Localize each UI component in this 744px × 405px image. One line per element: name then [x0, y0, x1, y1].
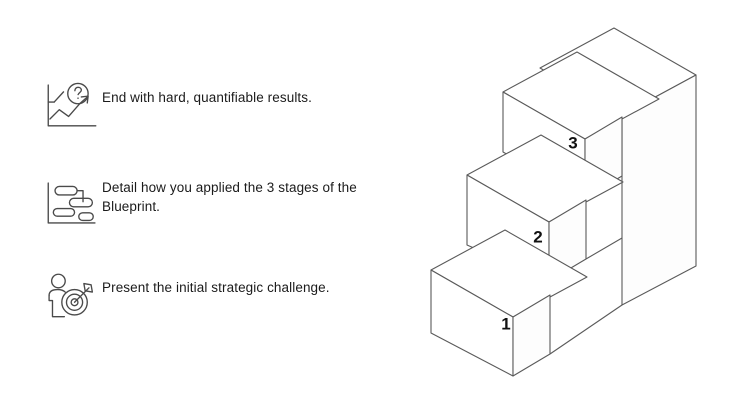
person-target-icon: [0, 252, 100, 344]
bullet-rows: End with hard, quantifiable results.: [0, 62, 430, 348]
chart-question-icon: [0, 62, 100, 154]
isometric-staircase-diagram: 3 2 1: [400, 0, 744, 405]
step-label-1: 1: [501, 314, 510, 333]
bullet-row-blueprint: Detail how you applied the 3 stages of t…: [0, 160, 430, 252]
bullet-text-cell: End with hard, quantifiable results.: [100, 62, 400, 107]
bullet-row-results: End with hard, quantifiable results.: [0, 62, 430, 158]
bullet-text-results: End with hard, quantifiable results.: [102, 90, 312, 105]
bullet-text-cell: Present the initial strategic challenge.: [100, 252, 400, 297]
bullet-row-challenge: Present the initial strategic challenge.: [0, 252, 430, 348]
step-label-3: 3: [568, 133, 577, 152]
step-label-2: 2: [533, 227, 542, 246]
gantt-chart-icon: [0, 160, 100, 252]
bullet-text-cell: Detail how you applied the 3 stages of t…: [100, 160, 400, 216]
bullet-text-challenge: Present the initial strategic challenge.: [102, 280, 330, 295]
bullet-text-blueprint: Detail how you applied the 3 stages of t…: [102, 180, 357, 214]
